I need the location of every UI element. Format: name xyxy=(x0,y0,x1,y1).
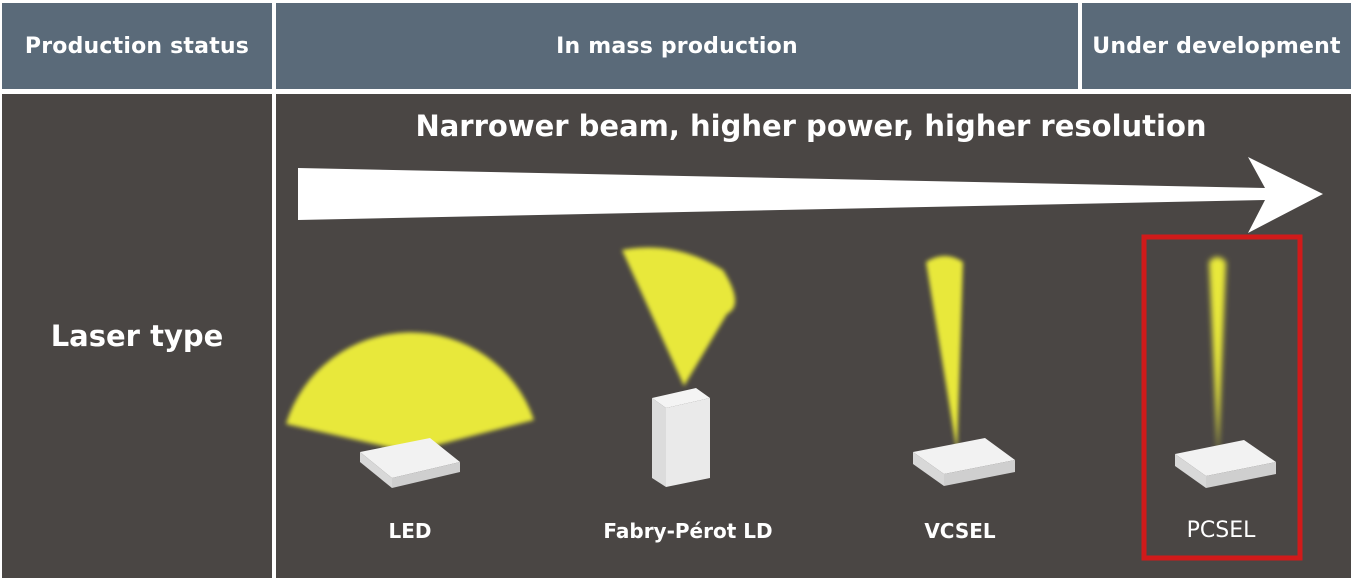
header-in-mass-production: In mass production xyxy=(276,3,1078,89)
header-under-development: Under development xyxy=(1082,3,1351,89)
header-production-status: Production status xyxy=(2,3,272,89)
laser-diagram-panel xyxy=(276,94,1351,578)
row-label-laser-type: Laser type xyxy=(2,94,272,578)
